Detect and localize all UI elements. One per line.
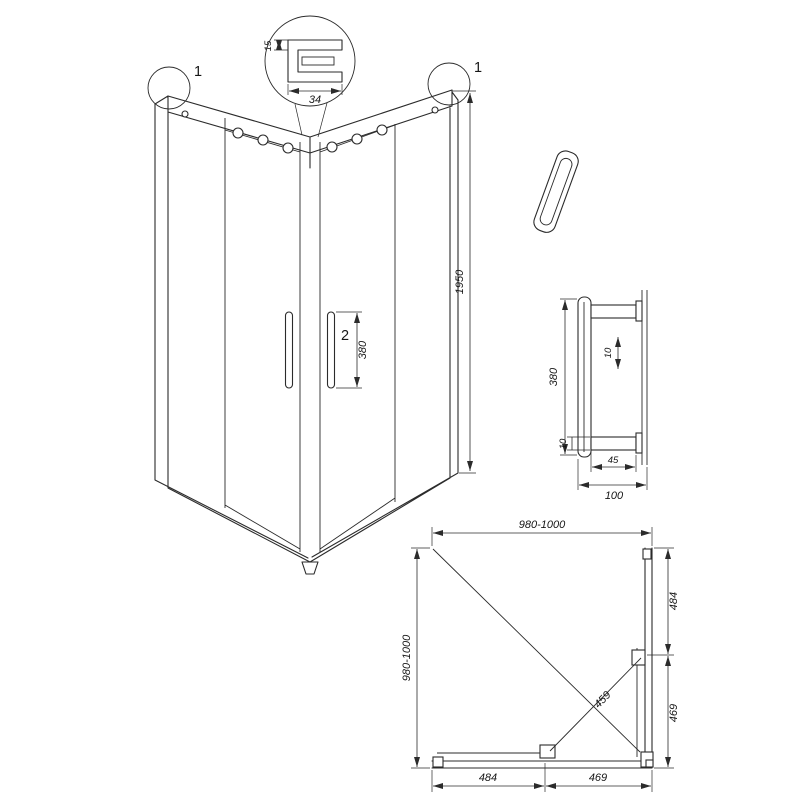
wall-fixing-dot-icon bbox=[431, 106, 439, 114]
handle-arm-top bbox=[590, 304, 637, 319]
handle-detail-ext-100 bbox=[577, 459, 648, 490]
plan-mid-right-block bbox=[631, 649, 646, 666]
plan-depth-dim: 980-1000 bbox=[401, 634, 413, 681]
plan-corner-block-small bbox=[645, 759, 654, 768]
handle-detail-ext-380 bbox=[560, 298, 577, 456]
perspective-view: 380 2 1950 bbox=[154, 89, 476, 575]
plan-bottom-right-dim: 469 bbox=[589, 772, 607, 784]
plan-top-fitting bbox=[642, 548, 652, 560]
plan-view: 459 980-1000 980-1000 484 469 484 469 bbox=[401, 519, 680, 792]
glass-edge-lines bbox=[641, 290, 648, 465]
roller-icon bbox=[326, 141, 338, 153]
plan-mid-bottom-block bbox=[539, 744, 556, 759]
handle-foot-bottom bbox=[635, 432, 643, 454]
wall-profile-outer bbox=[533, 150, 579, 233]
roller-icon bbox=[351, 133, 363, 145]
handle-callout-label: 2 bbox=[341, 328, 349, 344]
plan-right-upper-dim: 484 bbox=[668, 592, 680, 610]
callout-circle-icon bbox=[147, 66, 191, 110]
callout-left-label: 1 bbox=[194, 64, 202, 80]
profile-tongue bbox=[301, 56, 335, 66]
enclosure-frame-lines bbox=[154, 89, 459, 563]
plan-width-dim: 980-1000 bbox=[519, 519, 566, 531]
plan-left-ext bbox=[411, 547, 430, 769]
handle-detail-view: 380 10 10 45 100 bbox=[548, 290, 648, 502]
handle-length-dim: 380 bbox=[357, 340, 369, 359]
door-handle-right bbox=[326, 311, 336, 389]
handle-detail-ext-45 bbox=[590, 452, 637, 472]
plan-door-lines bbox=[437, 648, 638, 757]
plan-bottom-ext bbox=[431, 763, 653, 792]
handle-arm-bottom bbox=[590, 436, 637, 451]
wall-profile-detail bbox=[533, 150, 579, 233]
door-handle-left bbox=[284, 311, 294, 389]
roller-icon bbox=[257, 134, 269, 146]
plan-diagonal-dim: 459 bbox=[592, 689, 613, 711]
detail-circle-icon bbox=[264, 15, 356, 107]
profile-detail-bubble: 15 34 bbox=[263, 15, 356, 138]
callout-left: 1 bbox=[147, 64, 202, 110]
height-dim-extension-lines bbox=[452, 90, 476, 474]
handle-dim-extension-lines bbox=[336, 311, 362, 389]
plan-right-ext bbox=[647, 547, 674, 769]
handle-foot-dim: 10 bbox=[558, 438, 569, 449]
plan-bottom-left-dim: 484 bbox=[479, 772, 497, 784]
height-dim: 1950 bbox=[454, 269, 466, 294]
callout-circle-icon bbox=[427, 62, 471, 106]
detail-leader-lines bbox=[294, 102, 328, 138]
callout-right-label: 1 bbox=[474, 60, 482, 76]
plan-right-lower-dim: 469 bbox=[668, 704, 680, 722]
profile-width-dim: 34 bbox=[309, 94, 321, 106]
handle-detail-ext-foot bbox=[567, 436, 590, 451]
plan-diagonal-lines bbox=[432, 548, 642, 753]
profile-section bbox=[287, 39, 343, 83]
profile-dim-extensions bbox=[274, 39, 343, 95]
plan-left-fitting bbox=[432, 756, 444, 768]
handle-bar-dim: 10 bbox=[603, 347, 614, 358]
plan-top-ext bbox=[431, 527, 653, 546]
base-foot bbox=[301, 561, 319, 575]
handle-foot-top bbox=[635, 300, 643, 322]
handle-offset-dim: 45 bbox=[608, 455, 619, 466]
roller-icon bbox=[376, 124, 388, 136]
callout-right: 1 bbox=[427, 60, 482, 106]
handle-grip-bar bbox=[577, 296, 592, 458]
wall-fixing-dot-icon bbox=[181, 110, 189, 118]
handle-width-dim: 100 bbox=[605, 490, 624, 502]
wall-profile-inner bbox=[539, 157, 573, 226]
door-panel-lines bbox=[224, 118, 396, 552]
roller-icon bbox=[232, 127, 244, 139]
profile-thickness-dim: 15 bbox=[263, 40, 274, 51]
roller-icon bbox=[282, 142, 294, 154]
handle-length-detail-dim: 380 bbox=[548, 367, 560, 386]
